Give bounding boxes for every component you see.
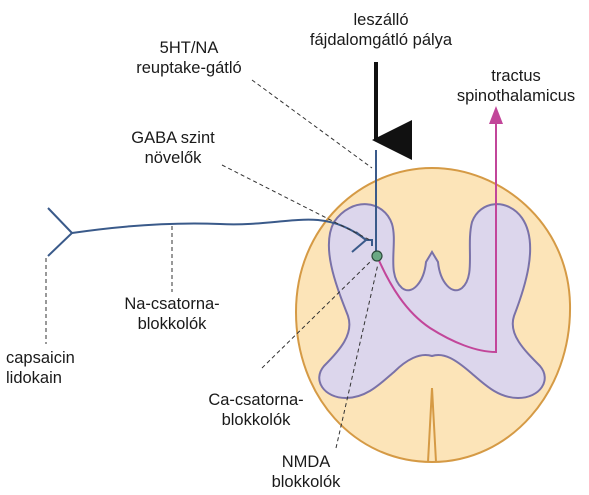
label-tractus-line2: spinothalamicus xyxy=(454,86,578,106)
label-descending-line2: fájdalomgátló pálya xyxy=(290,30,472,50)
leader-reuptake xyxy=(252,80,372,168)
label-capsaicin-line1: capsaicin xyxy=(6,348,75,368)
label-ca-line1: Ca-csatorna- xyxy=(194,390,318,410)
label-capsaicin-line2: lidokain xyxy=(6,368,75,388)
label-reuptake-line2: reuptake-gátló xyxy=(125,58,253,78)
label-reuptake-line1: 5HT/NA xyxy=(125,38,253,58)
label-gaba-line2: növelők xyxy=(118,148,228,168)
synapse-dot-icon xyxy=(372,251,382,261)
label-tractus-line1: tractus xyxy=(454,66,578,86)
arrow-up-icon xyxy=(489,106,503,124)
label-ca-channel-blockers: Ca-csatorna- blokkolók xyxy=(194,390,318,430)
label-na-line2: blokkolók xyxy=(110,314,234,334)
label-descending-line1: leszálló xyxy=(290,10,472,30)
label-na-channel-blockers: Na-csatorna- blokkolók xyxy=(110,294,234,334)
peripheral-terminal-fork xyxy=(48,208,72,256)
label-gaba-line1: GABA szint xyxy=(118,128,228,148)
label-nmda-line2: blokkolók xyxy=(258,472,354,492)
label-reuptake-inhibitor: 5HT/NA reuptake-gátló xyxy=(125,38,253,78)
label-na-line1: Na-csatorna- xyxy=(110,294,234,314)
label-nmda-line1: NMDA xyxy=(258,452,354,472)
label-descending-pathway: leszálló fájdalomgátló pálya xyxy=(290,10,472,50)
label-capsaicin-lidocaine: capsaicin lidokain xyxy=(6,348,75,388)
label-gaba-enhancers: GABA szint növelők xyxy=(118,128,228,168)
label-tractus-spinothalamicus: tractus spinothalamicus xyxy=(454,66,578,106)
label-ca-line2: blokkolók xyxy=(194,410,318,430)
label-nmda-blockers: NMDA blokkolók xyxy=(258,452,354,492)
